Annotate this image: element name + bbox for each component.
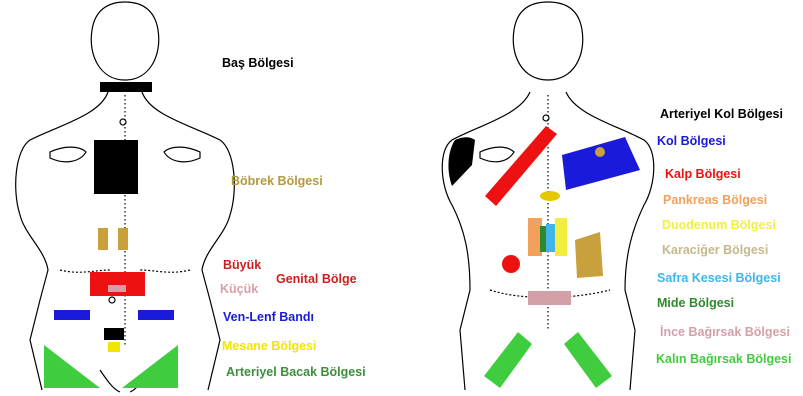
liver-label: Karaciğer Bölgesi: [662, 243, 768, 257]
pancreas-label: Pankreas Bölgesi: [663, 193, 767, 207]
kidney-upper-zone: [94, 140, 138, 194]
bladder-label: Mesane Bölgesi: [222, 339, 316, 353]
heart-label: Kalp Bölgesi: [665, 167, 741, 181]
arm-artery-zone: [448, 137, 475, 186]
duodenum-label: Duodenum Bölgesi: [662, 218, 776, 232]
liver-zone: [575, 232, 603, 278]
duodenum-yellow-zone: [555, 218, 567, 256]
stomach-label: Mide Bölgesi: [657, 296, 734, 310]
kidney-left-zone: [98, 228, 108, 250]
small-intestine-label: İnce Bağırsak Bölgesi: [660, 325, 790, 339]
kidney-right-zone: [118, 228, 128, 250]
left-body-outline: [16, 2, 235, 392]
pancreas-zone: [540, 191, 560, 201]
genital-big-label: Büyük: [223, 258, 261, 272]
leg-artery-label: Arteriyel Bacak Bölgesi: [226, 365, 366, 379]
genital-small-zone: [108, 285, 126, 292]
leg-left-zone: [44, 345, 100, 388]
duodenum-orange-zone: [528, 218, 542, 256]
genital-small-label: Küçük: [220, 282, 258, 296]
arm-zone: [562, 137, 640, 190]
leg-right-zone: [122, 345, 178, 388]
head-label: Baş Bölgesi: [222, 56, 294, 70]
genital-black-zone: [104, 328, 124, 340]
head-zone: [100, 82, 152, 92]
colon-right-zone: [564, 332, 612, 388]
genital-big-zone: [90, 272, 145, 296]
venlenf-label: Ven-Lenf Bandı: [223, 310, 314, 324]
kidney-label: Böbrek Bölgesi: [231, 174, 323, 188]
gallbladder-label: Safra Kesesi Bölgesi: [657, 271, 781, 285]
arm-dot: [595, 147, 605, 157]
small-intestine-zone: [528, 291, 571, 305]
arm-label: Kol Bölgesi: [657, 134, 726, 148]
bladder-zone: [108, 342, 120, 352]
venlenf-left-zone: [54, 310, 90, 320]
arm-artery-label: Arteriyel Kol Bölgesi: [660, 107, 783, 121]
duodenum-blue-zone: [546, 224, 555, 252]
duodenum-green-zone: [540, 226, 546, 252]
heart-dot-zone: [502, 255, 520, 273]
genital-label: Genital Bölge: [276, 272, 357, 286]
colon-label: Kalın Bağırsak Bölgesi: [656, 352, 791, 366]
colon-left-zone: [484, 332, 532, 388]
venlenf-right-zone: [138, 310, 174, 320]
